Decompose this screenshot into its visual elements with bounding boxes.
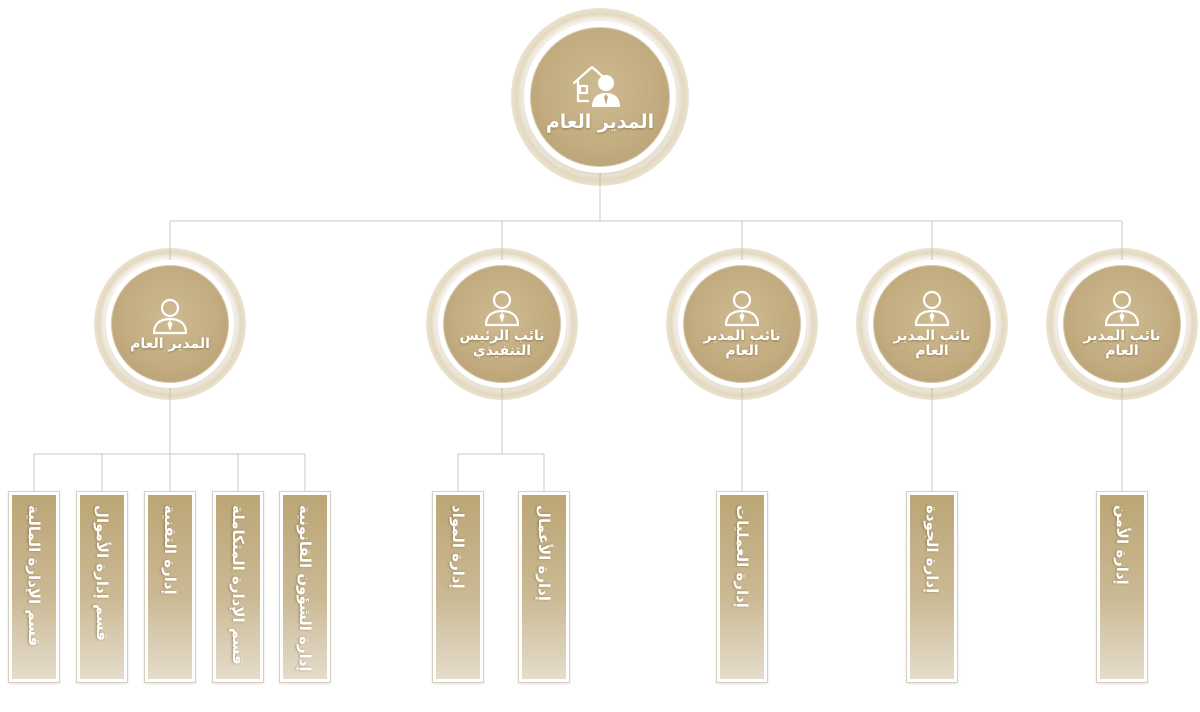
node-general-manager-top[interactable]: المدير العام [511,8,689,186]
department-box-integrated[interactable]: قسم الإدارة المتكاملة [212,491,264,683]
person-icon [1102,289,1142,327]
department-box-operations[interactable]: إدارة العمليات [716,491,768,683]
department-label: قسم الإدارة المالية [25,505,43,647]
node-disk: المدير العام [530,27,670,167]
manager-with-house-icon [570,61,630,109]
node-disk: نائب الرئيس التنفيذي [443,265,561,383]
department-label: إدارة الأعمال [535,505,553,601]
node-executive-vp[interactable]: نائب الرئيس التنفيذي [426,248,578,400]
node-title: المدير العام [130,335,210,352]
department-box-legal[interactable]: إدارة الشؤون القانونية [279,491,331,683]
node-title: نائب المدير العام [893,328,971,359]
node-disk: نائب المدير العام [683,265,801,383]
node-deputy-gm-quality[interactable]: نائب المدير العام [856,248,1008,400]
person-icon [482,289,522,327]
person-icon [722,289,762,327]
node-disk: نائب المدير العام [873,265,991,383]
department-label: إدارة الشؤون القانونية [296,505,314,672]
node-disk: المدير العام [111,265,229,383]
department-box-security[interactable]: إدارة الأمن [1096,491,1148,683]
department-box-business[interactable]: إدارة الأعمال [518,491,570,683]
node-title: نائب الرئيس التنفيذي [459,328,545,359]
department-box-technology[interactable]: إدارة التقنية [144,491,196,683]
node-title: نائب المدير العام [1083,328,1161,359]
department-label: إدارة المواد [449,505,467,589]
node-title: نائب المدير العام [703,328,781,359]
department-box-finance[interactable]: قسم الإدارة المالية [8,491,60,683]
node-deputy-gm-security[interactable]: نائب المدير العام [1046,248,1198,400]
department-label: قسم الإدارة المتكاملة [229,505,247,665]
node-general-manager[interactable]: المدير العام [94,248,246,400]
department-box-materials[interactable]: إدارة المواد [432,491,484,683]
node-disk: نائب المدير العام [1063,265,1181,383]
person-icon [150,297,190,335]
node-title: المدير العام [545,111,655,134]
department-label: قسم إدارة الأموال [93,505,111,641]
department-label: إدارة الجودة [923,505,941,594]
person-icon [912,289,952,327]
department-label: إدارة الأمن [1113,505,1131,585]
department-label: إدارة التقنية [161,505,179,595]
department-box-funds[interactable]: قسم إدارة الأموال [76,491,128,683]
department-label: إدارة العمليات [733,505,751,608]
department-box-quality[interactable]: إدارة الجودة [906,491,958,683]
node-deputy-gm-operations[interactable]: نائب المدير العام [666,248,818,400]
